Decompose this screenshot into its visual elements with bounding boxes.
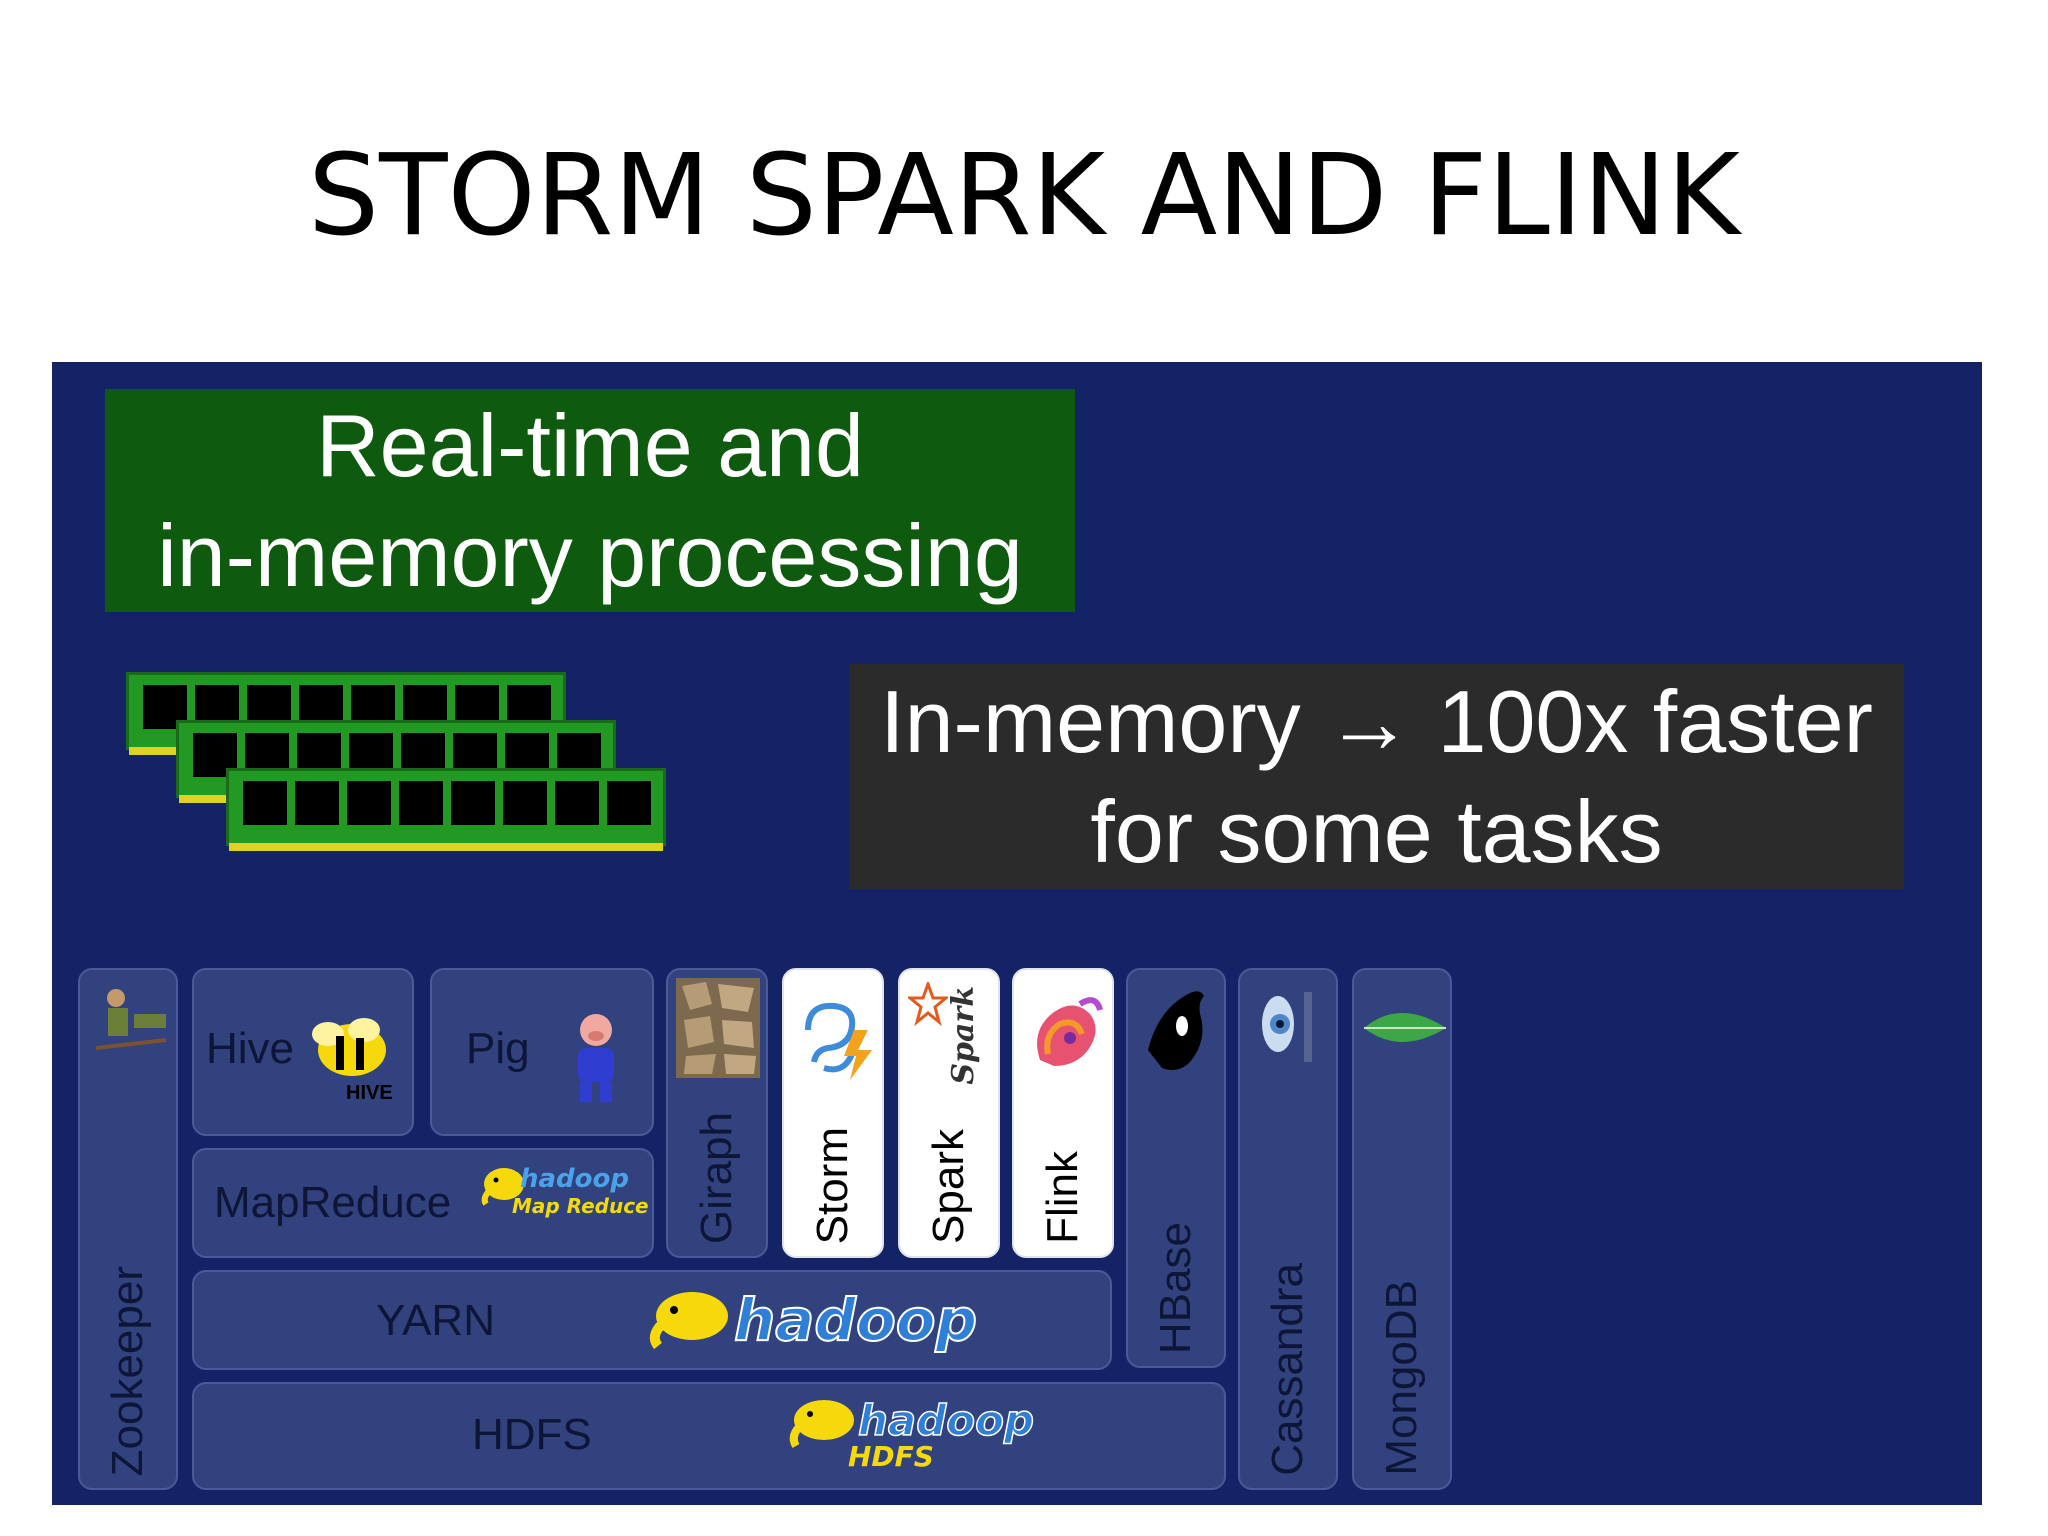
mapreduce-box: MapReduce hadoop Map Reduce (192, 1148, 654, 1258)
mapreduce-logo-hadoop: hadoop (520, 1164, 630, 1194)
zookeeper-icon (95, 989, 167, 1050)
yarn-label: YARN (376, 1296, 495, 1345)
hadoop-elephant-icon (481, 1168, 524, 1206)
yarn-box: YARN hadoop (192, 1270, 1112, 1370)
realtime-banner-line2: in-memory processing (157, 505, 1023, 605)
spark-star-icon (908, 982, 948, 1026)
hbase-box: HBase (1126, 968, 1226, 1368)
mongodb-label: MongoDB (1377, 1280, 1426, 1476)
mongodb-leaf-icon (1364, 1013, 1446, 1042)
pig-label: Pig (466, 1024, 530, 1073)
spark-label: Spark (924, 1129, 973, 1244)
giraph-pattern-icon (676, 978, 760, 1078)
slide-title: STORM SPARK AND FLINK (308, 131, 1740, 261)
diagram-panel: Real-time and in-memory processing In-me… (52, 362, 1982, 1505)
storm-box: Storm (782, 968, 884, 1258)
giraph-label: Giraph (692, 1111, 741, 1244)
zookeeper-box: Zookeeper (78, 968, 178, 1490)
hive-box: Hive HIVE (192, 968, 414, 1136)
hdfs-hadoop-logo: hadoop (857, 1395, 1035, 1446)
flink-box: Flink (1012, 968, 1114, 1258)
giraph-box: Giraph (666, 968, 768, 1258)
hive-logo-text: HIVE (346, 1082, 393, 1104)
hdfs-logo-subtitle: HDFS (848, 1440, 934, 1473)
mapreduce-logo-subtitle: Map Reduce (512, 1194, 649, 1218)
hadoop-elephant-icon (789, 1400, 854, 1449)
faster-banner-line1: In-memory → 100x faster (880, 671, 1873, 771)
hadoop-elephant-icon (649, 1292, 728, 1350)
yarn-hadoop-logo: hadoop (733, 1285, 978, 1355)
pig-box: Pig (430, 968, 654, 1136)
pig-icon (578, 1014, 614, 1102)
storm-logo-icon (805, 1002, 872, 1080)
zookeeper-label: Zookeeper (103, 1265, 152, 1476)
faster-banner: In-memory → 100x faster for some tasks (849, 664, 1904, 889)
faster-banner-line2: for some tasks (1090, 781, 1663, 881)
realtime-banner: Real-time and in-memory processing (105, 389, 1075, 612)
flink-squirrel-icon (1037, 997, 1103, 1066)
spark-box: Spark Spark (898, 968, 1000, 1258)
cassandra-eye-icon (1262, 992, 1312, 1062)
realtime-banner-line1: Real-time and (316, 395, 864, 495)
mapreduce-label: MapReduce (214, 1178, 452, 1227)
hive-bee-icon (312, 1018, 386, 1076)
spark-logo-text: Spark (946, 986, 981, 1085)
storm-label: Storm (808, 1126, 857, 1244)
hbase-label: HBase (1151, 1221, 1200, 1354)
cassandra-box: Cassandra (1238, 968, 1338, 1490)
hdfs-box: HDFS hadoop HDFS (192, 1382, 1226, 1490)
hbase-orca-icon (1148, 991, 1204, 1070)
hive-label: Hive (206, 1024, 295, 1073)
cassandra-label: Cassandra (1263, 1263, 1312, 1476)
flink-label: Flink (1038, 1151, 1087, 1244)
hdfs-label: HDFS (472, 1410, 592, 1459)
mongodb-box: MongoDB (1352, 968, 1452, 1490)
ram-stick-icon (226, 768, 666, 851)
